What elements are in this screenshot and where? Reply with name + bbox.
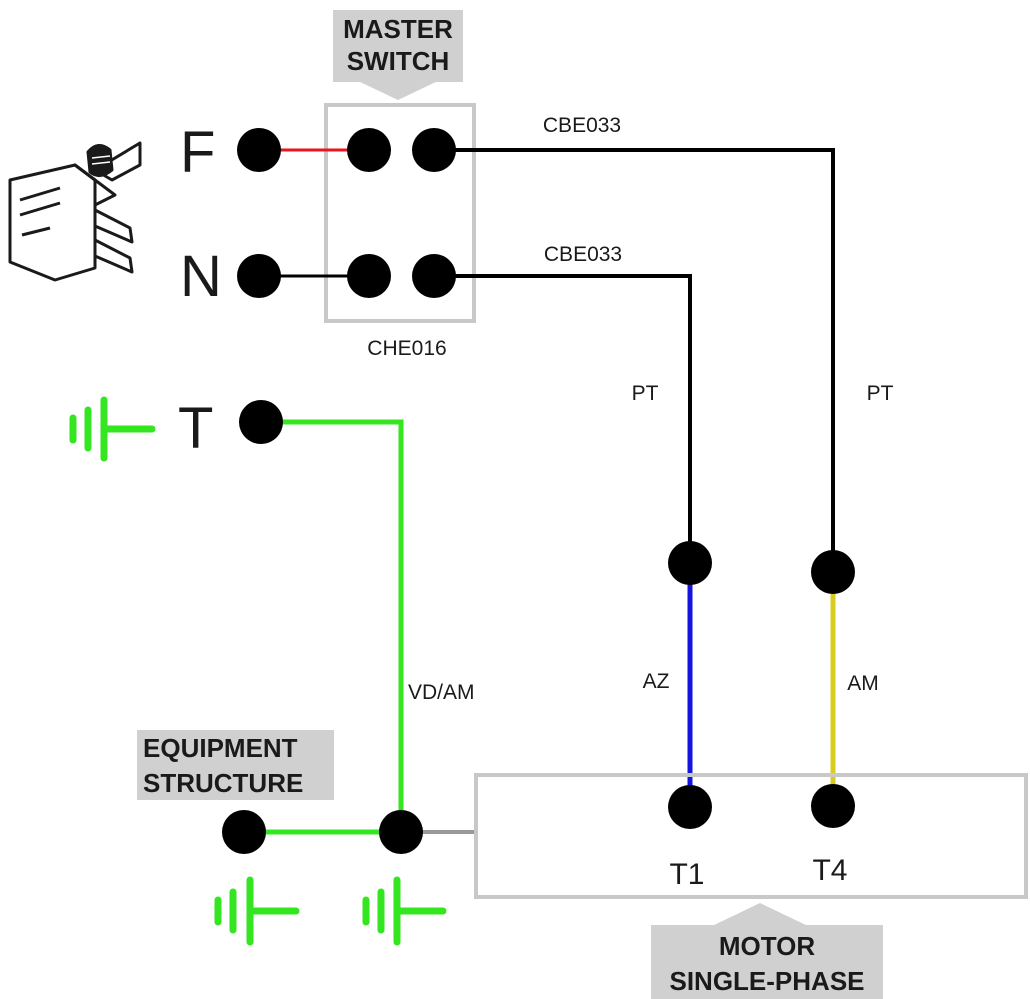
equipment-title-1: EQUIPMENT — [143, 733, 298, 763]
phase-cable-label: CBE033 — [543, 114, 621, 137]
t1-lead-label: AZ — [643, 670, 670, 693]
phase-cable-wire — [434, 148, 835, 570]
left-drop-label: PT — [632, 382, 659, 405]
ground-symbol-icon — [362, 876, 447, 946]
switch-phase-out-terminal — [412, 128, 456, 172]
motor-box — [474, 773, 1028, 899]
motor-title-1: MOTOR — [719, 931, 816, 961]
t4-lead-label: AM — [847, 672, 879, 695]
neutral-cable-wire — [434, 274, 692, 563]
earth-label: T — [178, 396, 213, 461]
switch-neutral-in-terminal — [347, 254, 391, 298]
motor-title-2: SINGLE-PHASE — [669, 966, 864, 996]
switch-phase-in-terminal — [347, 128, 391, 172]
phase-supply-terminal — [237, 128, 281, 172]
t4-junction-terminal — [811, 550, 855, 594]
master-switch-title-1: MASTER — [343, 14, 453, 44]
master-switch-callout: MASTER SWITCH — [333, 10, 463, 100]
master-switch-box — [324, 103, 476, 323]
ground-cable-label: VD/AM — [408, 681, 475, 704]
ground-cable-wire — [261, 419, 404, 831]
motor-t4-terminal — [811, 784, 855, 828]
equipment-structure-terminal — [222, 810, 266, 854]
switch-neutral-out-terminal — [412, 254, 456, 298]
motor-t1-label: T1 — [669, 858, 704, 891]
equipment-title-2: STRUCTURE — [143, 768, 303, 798]
master-switch-title-2: SWITCH — [347, 46, 450, 76]
phase-label: F — [180, 120, 215, 185]
ground-bond-terminal — [379, 810, 423, 854]
neutral-label: N — [180, 244, 222, 309]
neutral-supply-terminal — [237, 254, 281, 298]
motor-callout: MOTOR SINGLE-PHASE — [651, 903, 883, 999]
motor-t4-label: T4 — [812, 854, 847, 887]
right-drop-label: PT — [867, 382, 894, 405]
ground-symbol-icon — [69, 396, 156, 462]
t1-junction-terminal — [668, 541, 712, 585]
ground-symbol-icon — [214, 876, 300, 946]
earth-supply-terminal — [239, 400, 283, 444]
motor-t1-terminal — [668, 785, 712, 829]
master-switch-code: CHE016 — [367, 337, 446, 360]
neutral-cable-label: CBE033 — [544, 243, 622, 266]
power-plug-icon — [8, 141, 142, 282]
equipment-structure-callout: EQUIPMENT STRUCTURE — [137, 730, 334, 800]
